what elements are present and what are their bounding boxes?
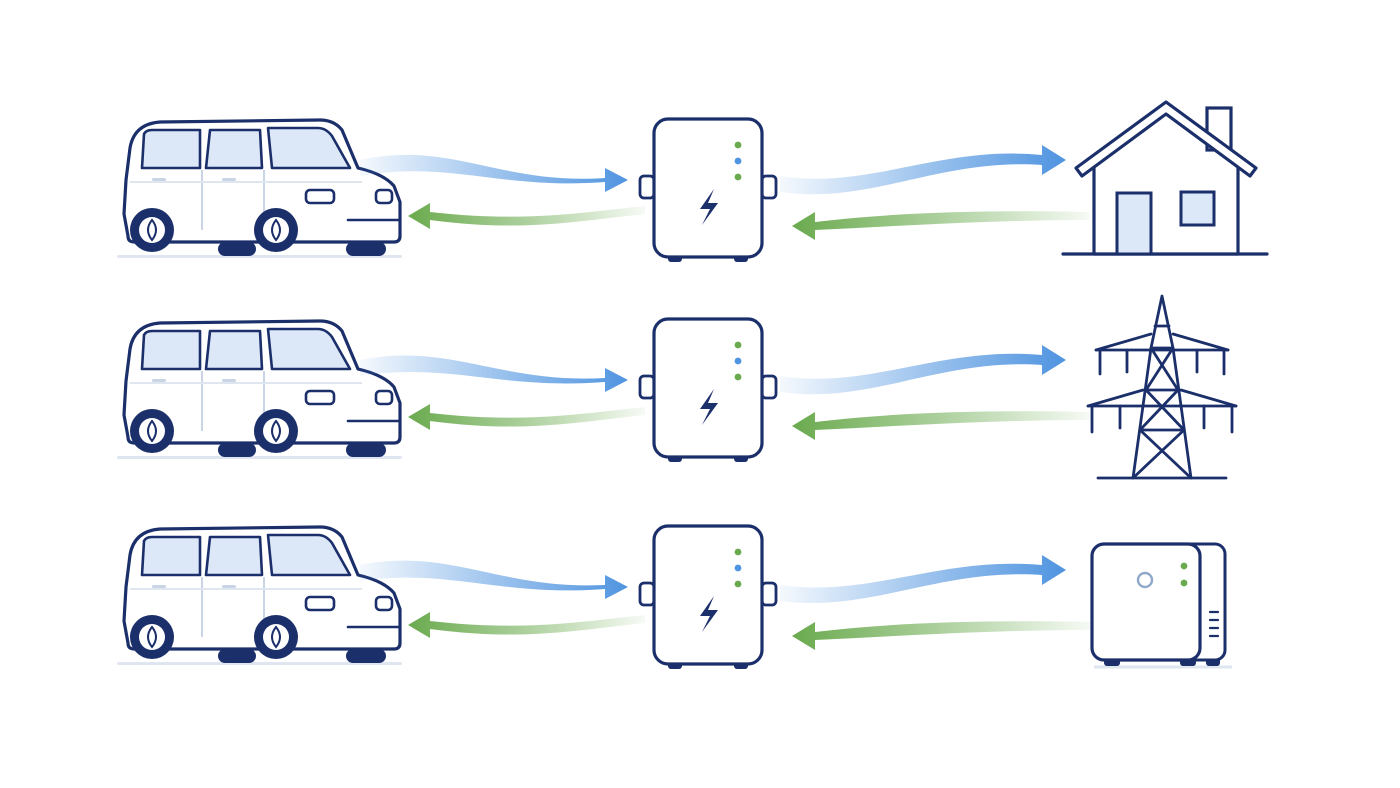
- house-icon: [1061, 100, 1269, 256]
- car-icon: [115, 319, 404, 461]
- bidirectional-charger-icon: [638, 317, 778, 464]
- car-icon: [115, 525, 404, 667]
- flow-charger-to-battery-arrow: [780, 555, 1066, 604]
- flow-charger-to-car-arrow: [408, 203, 645, 229]
- bidirectional-charger-icon: [638, 524, 778, 671]
- flow-charger-to-car-arrow: [408, 404, 645, 430]
- row-house: [115, 100, 1269, 264]
- flow-charger-to-grid-arrow: [780, 345, 1066, 395]
- flow-car-to-charger-arrow: [360, 355, 628, 392]
- car-icon: [115, 118, 404, 260]
- flow-charger-to-car-arrow: [408, 612, 645, 638]
- flow-grid-to-charger-arrow: [792, 411, 1090, 440]
- row-grid: [115, 294, 1238, 480]
- flow-car-to-charger-arrow: [360, 154, 628, 192]
- flow-house-to-charger-arrow: [792, 211, 1090, 240]
- home-battery-icon: [1090, 542, 1232, 669]
- bidirectional-charger-icon: [638, 117, 778, 264]
- flow-car-to-charger-arrow: [360, 560, 628, 599]
- flow-charger-to-house-arrow: [780, 145, 1066, 195]
- row-battery: [115, 524, 1232, 671]
- power-tower-icon: [1086, 294, 1238, 480]
- flow-battery-to-charger-arrow: [792, 621, 1090, 650]
